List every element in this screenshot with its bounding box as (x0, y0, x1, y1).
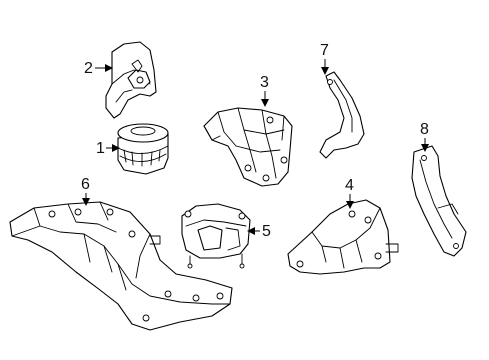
callout-7: 7 (320, 42, 329, 75)
callout-4: 4 (345, 177, 354, 209)
callout-label-8: 8 (420, 121, 429, 138)
callout-6: 6 (81, 176, 90, 206)
callout-8: 8 (420, 121, 429, 152)
part-6-crossmember (9, 201, 233, 331)
callout-3: 3 (260, 74, 269, 107)
callout-label-7: 7 (320, 42, 329, 59)
part-2-mount-bracket (105, 41, 157, 119)
callout-label-3: 3 (260, 74, 269, 91)
callout-label-5: 5 (262, 223, 271, 240)
part-4-support-bracket (287, 199, 399, 275)
callout-label-4: 4 (345, 177, 354, 194)
part-5-transmission-mount (181, 203, 251, 269)
callout-2: 2 (84, 60, 113, 77)
callout-label-1: 1 (96, 140, 105, 157)
part-8-side-bracket (411, 145, 467, 257)
callout-1: 1 (96, 140, 120, 157)
part-1-engine-mount (117, 123, 169, 175)
callout-label-6: 6 (81, 176, 90, 193)
part-3-engine-bracket (203, 107, 293, 187)
callout-label-2: 2 (84, 60, 93, 77)
callout-5: 5 (247, 223, 271, 240)
part-7-shield-bracket (319, 71, 365, 159)
